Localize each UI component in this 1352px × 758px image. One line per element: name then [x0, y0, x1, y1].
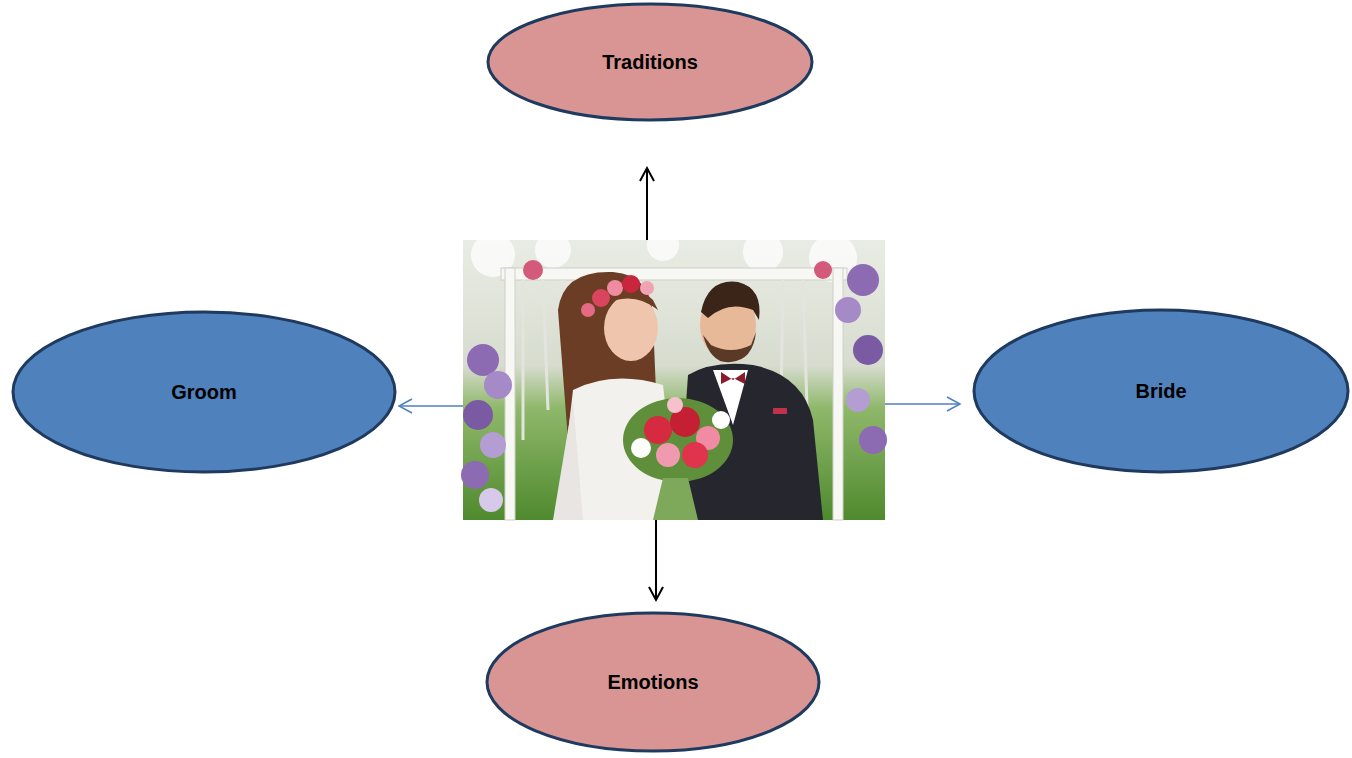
groom-figure [678, 282, 823, 520]
ellipse-shape [488, 4, 812, 120]
purple-flowers [461, 260, 887, 512]
node-label: Emotions [607, 671, 698, 694]
emotion-ellipse: Emotions [485, 611, 821, 753]
bride-ellipse: Bride [972, 308, 1350, 474]
node-label: Traditions [602, 51, 698, 74]
arrow-right [885, 397, 960, 411]
ellipse-shape [13, 312, 395, 472]
arrow-left [399, 399, 463, 413]
arrow-down [649, 520, 663, 600]
node-label: Bride [1135, 380, 1186, 403]
bouquet [623, 397, 733, 520]
groom-ellipse: Groom [11, 310, 397, 474]
wedding-arch [501, 268, 847, 520]
tradition-ellipse: Traditions [486, 2, 814, 122]
arrow-up [640, 168, 654, 240]
wedding-photo [461, 229, 887, 520]
tree-blossoms [471, 229, 857, 282]
bride-figure [553, 272, 678, 520]
node-label: Groom [171, 381, 237, 404]
ellipse-shape [974, 310, 1348, 472]
ellipse-shape [487, 613, 819, 751]
